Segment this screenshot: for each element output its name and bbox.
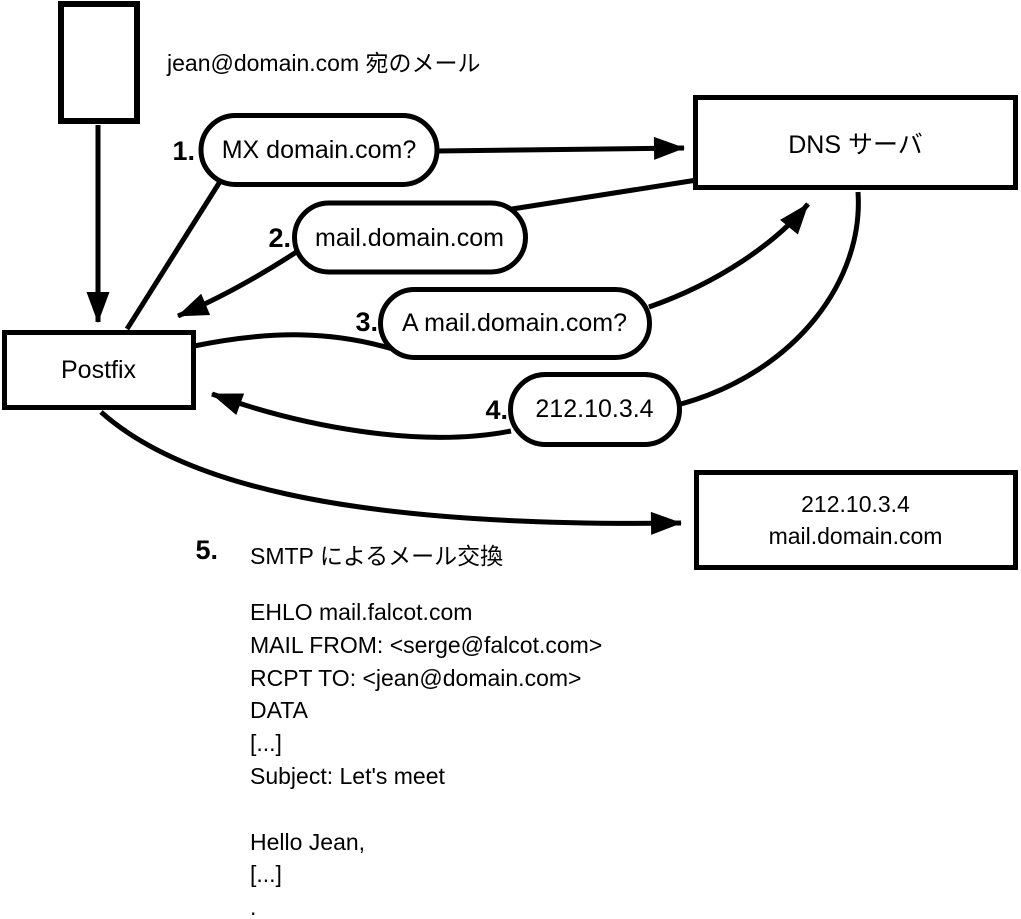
- step2-number: 2.: [268, 223, 291, 253]
- line-dns-to-answer4: [680, 191, 861, 407]
- query3-bubble: [378, 287, 652, 360]
- step5-number: 5.: [195, 535, 218, 565]
- step5-label: SMTP によるメール交換: [250, 543, 504, 569]
- postfix-node: [2, 330, 196, 410]
- mailserver-label: 212.10.3.4 mail.domain.com: [696, 472, 1015, 567]
- query1-bubble: [198, 113, 440, 187]
- step3-number: 3.: [355, 307, 378, 337]
- arrow-answer2-to-postfix: [177, 248, 300, 319]
- smtp-session-transcript: EHLO mail.falcot.com MAIL FROM: <serge@f…: [250, 596, 602, 919]
- arrow-answer4-to-postfix: [211, 391, 512, 440]
- answer4-label: 212.10.3.4: [535, 395, 654, 423]
- arrow-postfix-to-mailserver-smtp: [99, 410, 682, 535]
- arrow-query3-to-dns: [648, 202, 810, 310]
- mailserver-node: [694, 470, 1018, 570]
- smtp-line: RCPT TO: <jean@domain.com>: [250, 664, 582, 691]
- mailserver-hostname: mail.domain.com: [768, 522, 943, 549]
- line-postfix-to-query3: [193, 332, 397, 353]
- message-note: jean@domain.com 宛のメール: [167, 50, 481, 76]
- dns-server-label: DNS サーバ: [788, 130, 923, 159]
- postfix-label: Postfix: [60, 355, 137, 384]
- step4-number: 4.: [485, 395, 508, 425]
- line-postfix-to-query1: [124, 178, 224, 331]
- smtp-line: [...]: [250, 861, 282, 888]
- answer4-bubble: [508, 372, 682, 447]
- smtp-line: Subject: Let's meet: [250, 762, 445, 789]
- line-dns-to-answer2: [511, 177, 698, 212]
- query1-label: MX domain.com?: [221, 135, 417, 164]
- smtp-line: DATA: [250, 697, 308, 724]
- smtp-line: .: [250, 894, 257, 919]
- query3-label: A mail.domain.com?: [401, 309, 628, 337]
- mailserver-ip: 212.10.3.4: [801, 490, 910, 517]
- smtp-line: Hello Jean,: [250, 828, 366, 855]
- smtp-line: [250, 793, 602, 826]
- mail-message-node: [58, 1, 140, 124]
- smtp-line: MAIL FROM: <serge@falcot.com>: [250, 631, 603, 658]
- answer2-label: mail.domain.com: [315, 223, 504, 252]
- smtp-line: EHLO mail.falcot.com: [250, 599, 473, 625]
- dns-server-node: [693, 95, 1018, 190]
- smtp-line: [...]: [250, 730, 282, 757]
- arrow-query1-to-dns: [436, 136, 685, 160]
- answer2-bubble: [292, 200, 528, 275]
- step1-number: 1.: [172, 136, 195, 166]
